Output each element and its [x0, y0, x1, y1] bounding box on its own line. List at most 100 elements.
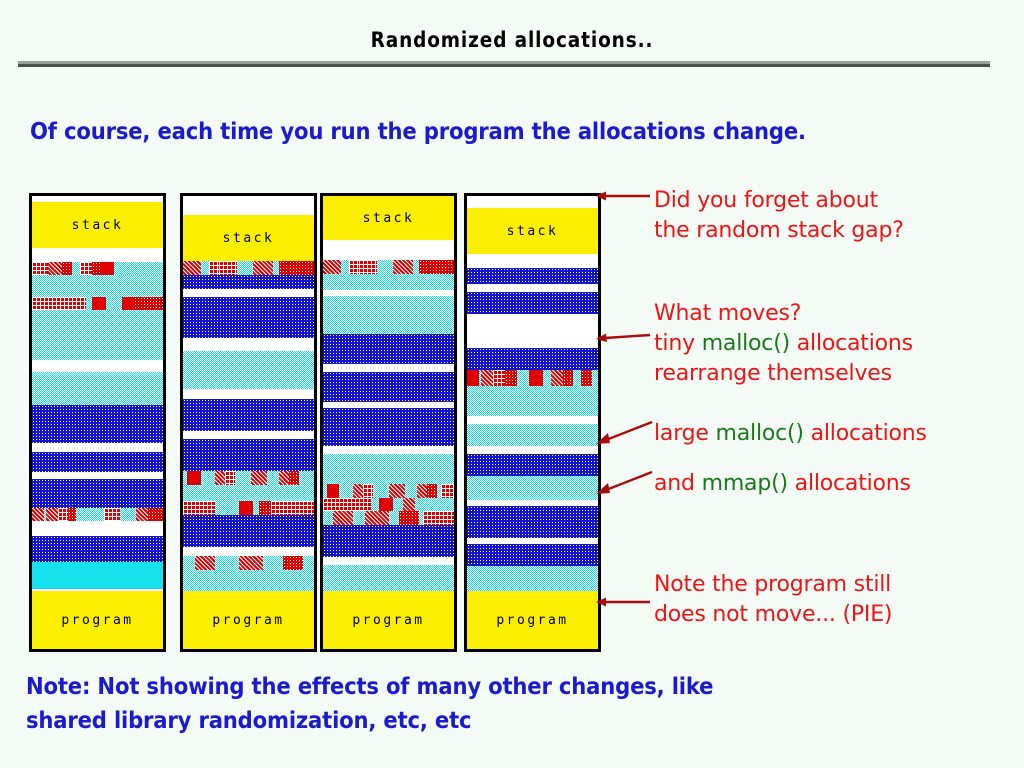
- memory-map-column-run-2: stack program: [180, 193, 317, 652]
- memory-region-stack-label: stack: [183, 215, 314, 261]
- memory-band-white: [183, 196, 314, 215]
- allocation-chip: [349, 260, 359, 274]
- allocation-chip: [253, 261, 273, 275]
- memory-band-white: [467, 446, 598, 454]
- memory-band-white: [183, 389, 314, 399]
- allocation-chip: [48, 262, 62, 275]
- allocation-chip: [429, 260, 454, 274]
- allocation-chip: [333, 511, 353, 525]
- allocation-chip: [551, 370, 563, 386]
- allocation-chip: [441, 484, 454, 498]
- annotation-text: allocations rearrange themselves: [654, 331, 913, 386]
- memory-band-blue: [183, 399, 314, 431]
- memory-band-white: [467, 649, 598, 652]
- arrow-to-mmap: [596, 470, 654, 498]
- intro-text: Of course, each time you run the program…: [30, 119, 806, 145]
- memory-band-cyan: [323, 454, 454, 484]
- function-name-highlight: malloc(): [701, 331, 790, 356]
- memory-band-blue: [183, 439, 314, 471]
- allocation-chip: [62, 262, 72, 275]
- allocation-chip: [427, 484, 437, 498]
- memory-region-program-label: program: [467, 591, 598, 649]
- allocation-chip: [399, 511, 419, 525]
- allocation-chip: [58, 508, 68, 521]
- memory-band-white: [32, 196, 163, 202]
- memory-band-allocation-row: [323, 484, 454, 498]
- allocation-chip: [417, 484, 427, 498]
- arrow-to-program: [596, 596, 652, 608]
- memory-band-allocation-row: [323, 260, 454, 274]
- page-title: Randomized allocations..: [370, 28, 654, 52]
- title-divider: [18, 61, 990, 67]
- memory-region-stack-label: stack: [32, 202, 163, 248]
- memory-band-blue: [467, 348, 598, 370]
- allocation-chip: [104, 508, 120, 521]
- memory-band-cyan: [32, 310, 163, 360]
- memory-band-white: [323, 240, 454, 260]
- memory-band-cyan: [183, 485, 314, 501]
- memory-band-white: [323, 364, 454, 372]
- arrow-to-stack-gap: [596, 190, 652, 202]
- allocation-chip: [363, 484, 373, 498]
- memory-region-program-label: program: [323, 591, 454, 649]
- memory-band-white: [32, 443, 163, 452]
- memory-band-blue: [183, 297, 314, 338]
- memory-band-blue: [467, 506, 598, 538]
- memory-band-white: [183, 289, 314, 297]
- memory-band-blue: [323, 372, 454, 402]
- allocation-chip: [239, 556, 263, 570]
- allocation-chip: [327, 484, 339, 498]
- memory-map-column-run-3: stack program: [320, 193, 457, 652]
- annotation-text: tiny: [654, 331, 702, 356]
- memory-band-blue: [32, 405, 163, 443]
- memory-band-white: [467, 284, 598, 292]
- allocation-chip: [80, 262, 92, 275]
- allocation-chip: [136, 508, 148, 521]
- arrow-to-large-malloc: [596, 420, 654, 448]
- annotation-text: What moves?: [654, 301, 802, 326]
- allocation-chip: [187, 471, 201, 485]
- memory-band-cyan: [467, 386, 598, 416]
- allocation-chip: [259, 501, 271, 515]
- allocation-chip: [225, 471, 235, 485]
- memory-region-stack-label: stack: [323, 196, 454, 240]
- allocation-chip: [183, 501, 215, 515]
- allocation-chip: [379, 498, 393, 511]
- memory-band-cyan-solid: [32, 562, 163, 589]
- bottom-note-text: Note: Not showing the effects of many ot…: [26, 674, 714, 734]
- function-name-highlight: mmap(): [701, 471, 788, 496]
- allocation-chip: [323, 260, 341, 274]
- memory-band-allocation-row: [32, 508, 163, 521]
- memory-band-cyan: [323, 296, 454, 334]
- memory-band-white: [32, 521, 163, 536]
- allocation-chip: [148, 508, 163, 521]
- allocation-chip: [46, 508, 58, 521]
- memory-band-white: [467, 500, 598, 506]
- allocation-chip: [529, 370, 543, 386]
- allocation-chip: [219, 261, 237, 275]
- allocation-chip: [581, 370, 592, 386]
- memory-region-stack-label: stack: [467, 208, 598, 254]
- allocation-chip: [423, 511, 454, 525]
- allocation-chip: [92, 262, 102, 275]
- allocation-chip: [32, 508, 44, 521]
- allocation-chip: [271, 501, 314, 515]
- allocation-chip: [215, 471, 225, 485]
- memory-band-white: [467, 196, 598, 208]
- memory-band-blue: [183, 515, 314, 547]
- memory-band-white: [32, 472, 163, 479]
- allocation-chip: [289, 261, 314, 275]
- memory-band-cyan: [32, 283, 163, 297]
- allocation-chip: [183, 261, 201, 275]
- allocation-chip: [505, 370, 517, 386]
- memory-band-blue: [467, 544, 598, 566]
- allocation-chip: [209, 261, 219, 275]
- allocation-chip: [92, 297, 106, 310]
- memory-band-blue: [467, 292, 598, 314]
- memory-band-allocation-row: [183, 261, 314, 275]
- memory-band-blue: [323, 334, 454, 364]
- annotation-text: large: [654, 421, 716, 446]
- allocation-chip: [419, 260, 429, 274]
- memory-band-white: [323, 557, 454, 565]
- memory-region-program-label: program: [183, 591, 314, 649]
